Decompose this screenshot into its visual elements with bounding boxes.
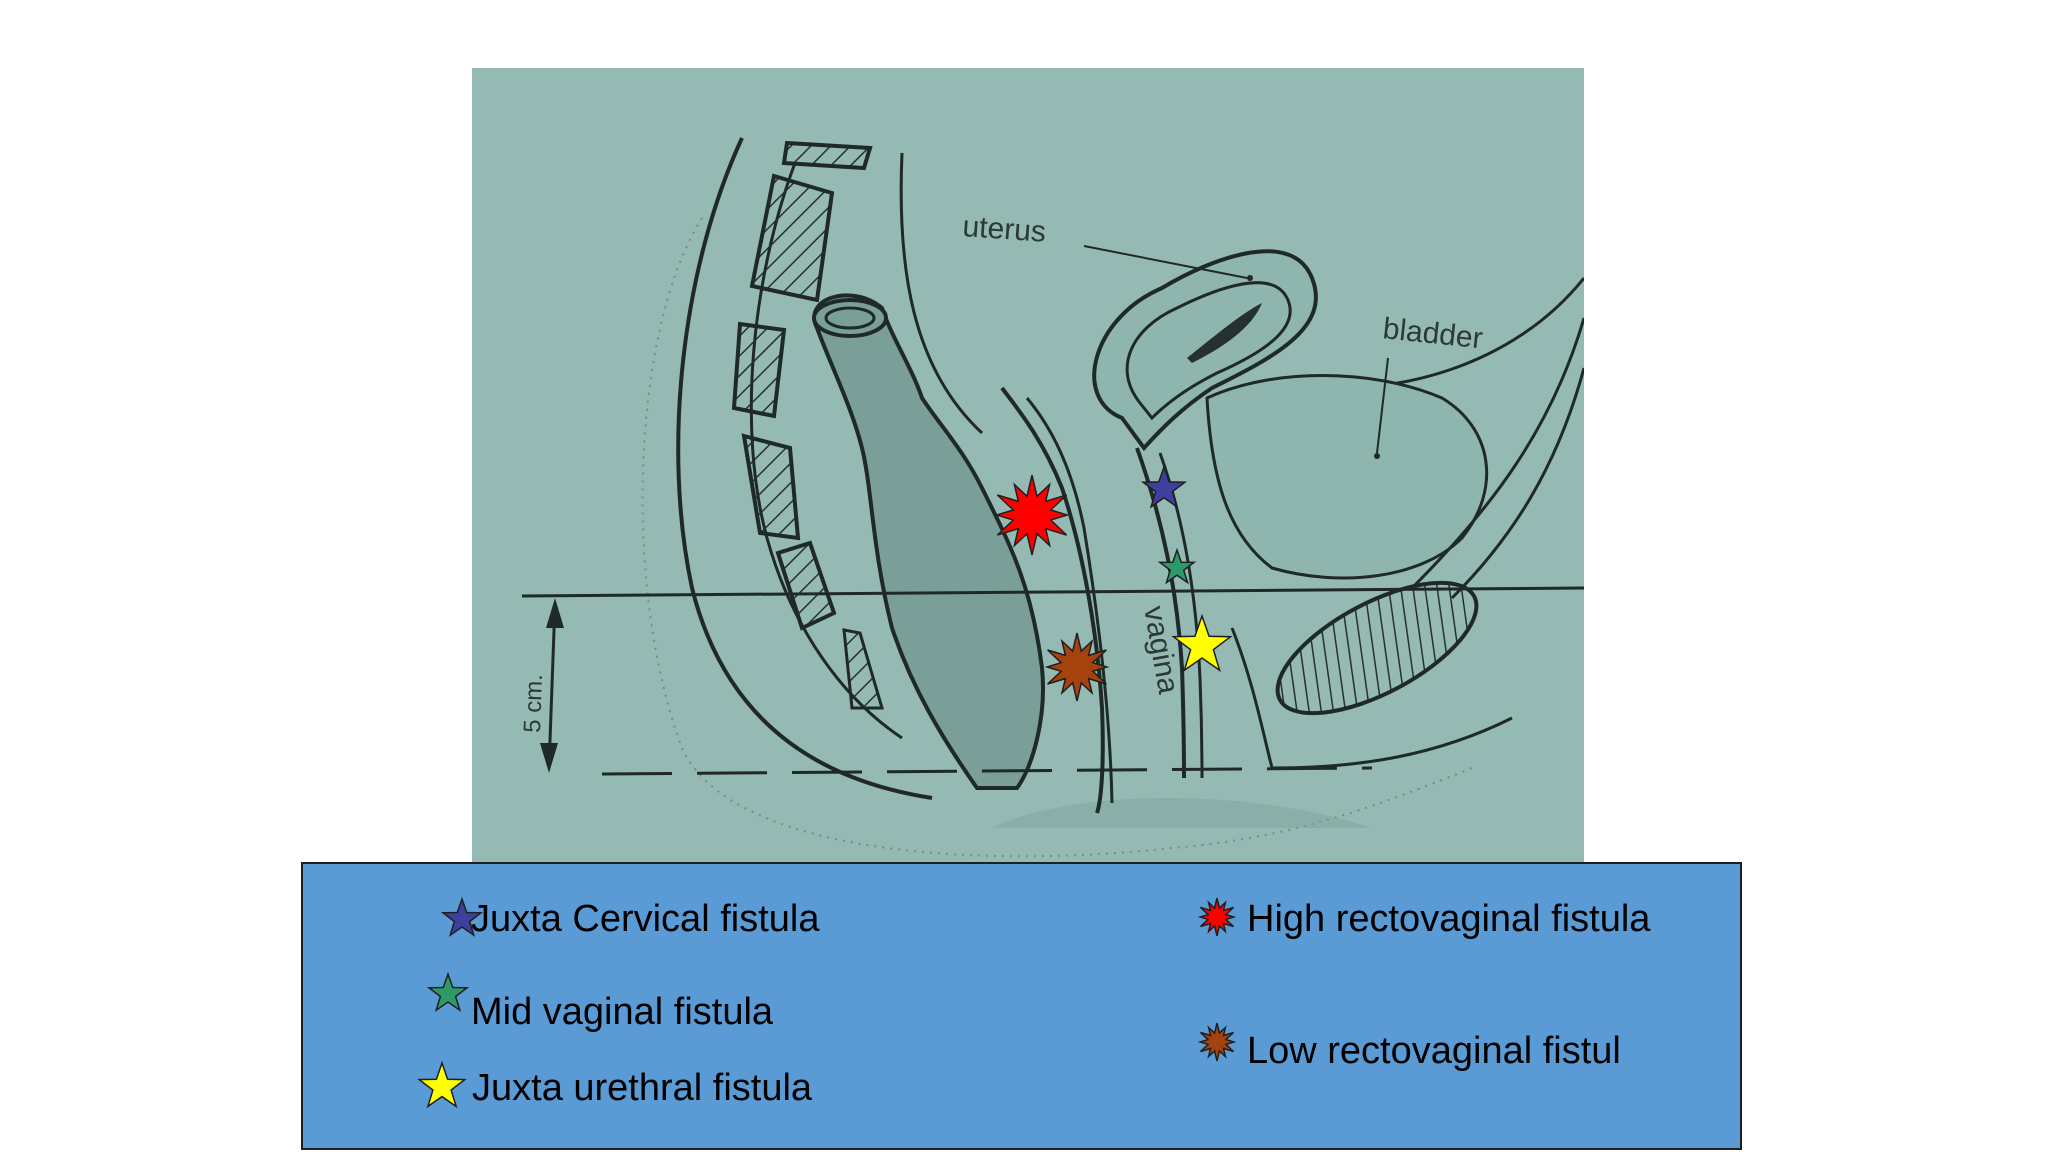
vertebrae xyxy=(731,140,885,710)
measurement-arrow xyxy=(540,598,564,773)
uterus-label: uterus xyxy=(962,210,1047,249)
rectum xyxy=(812,293,1045,790)
legend-label: High rectovaginal fistula xyxy=(1247,898,1651,940)
high-rectovaginal-marker xyxy=(994,474,1070,556)
legend-panel: Juxta Cervical fistula Mid vaginal fistu… xyxy=(301,862,1742,1150)
pelvic-anatomy-diagram: uterus bladder vagina 5 cm. xyxy=(472,68,1584,863)
reference-line xyxy=(521,586,1584,598)
legend-label: Juxta Cervical fistula xyxy=(471,898,820,940)
legend-label: Low rectovaginal fistul xyxy=(1247,1030,1621,1072)
pubic-symphysis xyxy=(1275,580,1479,716)
bladder xyxy=(1205,374,1489,580)
mid-vaginal-marker xyxy=(1157,547,1197,585)
low-rectovaginal-marker xyxy=(1044,632,1110,702)
brown-burst-icon xyxy=(1197,1022,1237,1062)
yellow-star-icon xyxy=(417,1060,467,1109)
red-burst-icon xyxy=(1197,897,1237,937)
blue-star-icon xyxy=(440,896,484,938)
distance-label: 5 cm. xyxy=(519,674,548,734)
legend-label: Mid vaginal fistula xyxy=(471,991,774,1033)
legend-label: Juxta urethral fistula xyxy=(472,1067,813,1109)
juxta-urethral-marker xyxy=(1171,613,1233,673)
green-star-icon xyxy=(426,971,470,1013)
juxta-cervical-marker xyxy=(1140,464,1188,509)
sacrum-outline xyxy=(676,137,933,800)
pelvic-anatomy-illustration: uterus bladder vagina 5 cm. xyxy=(472,68,1584,863)
